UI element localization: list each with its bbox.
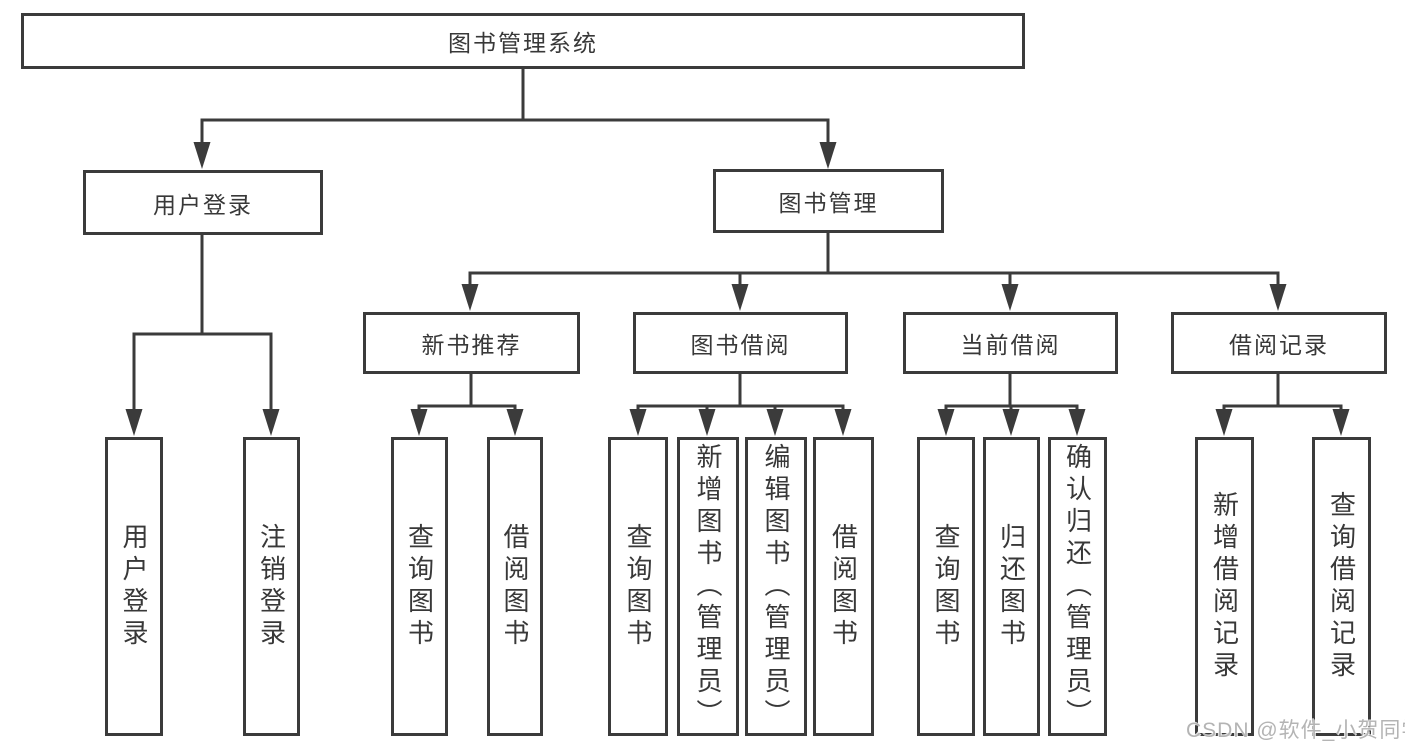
node-label: 用户登录 — [153, 191, 253, 218]
node-leaf-query-books-borrow: 查询图书 — [608, 437, 668, 736]
node-label: 查询图书 — [404, 522, 435, 651]
node-label: 用户登录 — [119, 522, 149, 651]
arrowhead — [1269, 284, 1287, 311]
node-label: 新书推荐 — [421, 332, 522, 358]
connector-root-to-level2 — [193, 69, 837, 169]
csdn-watermark: CSDN @软件_小贺同学 — [1186, 719, 1405, 742]
node-library-management-system: 图书管理系统 — [21, 13, 1025, 69]
node-leaf-query-books-current: 查询图书 — [917, 437, 975, 736]
node-leaf-user-login: 用户登录 — [105, 437, 163, 736]
node-label: 借阅图书 — [828, 522, 859, 651]
node-book-management: 图书管理 — [713, 169, 944, 233]
node-label: 查询借阅记录 — [1326, 490, 1357, 683]
arrowhead — [937, 409, 955, 436]
connector-user-login-split — [125, 235, 280, 436]
node-label: 图书管理 — [778, 190, 879, 216]
node-leaf-logout: 注销登录 — [243, 437, 300, 736]
arrowhead — [461, 284, 479, 311]
node-label: 查询图书 — [931, 522, 961, 651]
connector-book-borrow-split — [629, 374, 852, 436]
node-leaf-borrow-books: 借阅图书 — [813, 437, 874, 736]
node-borrowing-records: 借阅记录 — [1171, 312, 1387, 374]
node-label: 新增借阅记录 — [1209, 490, 1240, 683]
node-leaf-add-book-admin: 新增图书（管理员） — [677, 437, 739, 736]
node-label: 编辑图书（管理员） — [761, 442, 791, 731]
arrowhead — [1215, 409, 1233, 436]
connector-new-book-split — [410, 374, 524, 436]
node-leaf-query-books-recommend: 查询图书 — [391, 437, 448, 736]
arrowhead — [1332, 409, 1350, 436]
arrowhead — [1002, 409, 1020, 436]
node-leaf-confirm-return-admin: 确认归还（管理员） — [1048, 437, 1107, 736]
arrowhead — [731, 284, 749, 311]
arrowhead — [698, 409, 716, 436]
arrowhead — [629, 409, 647, 436]
node-label: 借阅图书 — [500, 522, 530, 651]
node-book-borrowing: 图书借阅 — [633, 312, 848, 374]
arrowhead — [506, 409, 524, 436]
node-label: 图书借阅 — [690, 332, 791, 358]
connector-book-management-to-level3 — [461, 233, 1287, 311]
arrowhead — [410, 409, 428, 436]
arrowhead — [1001, 284, 1019, 311]
arrowhead — [766, 409, 784, 436]
node-leaf-return-book: 归还图书 — [983, 437, 1040, 736]
arrowhead — [193, 142, 211, 169]
arrowhead — [262, 409, 280, 436]
arrowhead — [1068, 409, 1086, 436]
node-label: 借阅记录 — [1229, 332, 1329, 358]
node-leaf-edit-book-admin: 编辑图书（管理员） — [745, 437, 807, 736]
node-label: 查询图书 — [623, 522, 653, 651]
node-label: 当前借阅 — [960, 332, 1061, 358]
connector-borrow-records-split — [1215, 374, 1350, 436]
node-label: 图书管理系统 — [448, 30, 598, 56]
arrowhead — [834, 409, 852, 436]
arrowhead — [125, 409, 143, 436]
node-label: 归还图书 — [996, 522, 1027, 651]
node-current-borrowing: 当前借阅 — [903, 312, 1118, 374]
connector-current-borrow-split — [937, 374, 1086, 436]
node-leaf-add-borrow-record: 新增借阅记录 — [1195, 437, 1254, 736]
node-label: 新增图书（管理员） — [693, 442, 723, 731]
node-label: 确认归还（管理员） — [1062, 442, 1093, 731]
node-user-login: 用户登录 — [83, 170, 323, 235]
arrowhead — [819, 142, 837, 169]
node-new-book-recommendation: 新书推荐 — [363, 312, 580, 374]
node-label: 注销登录 — [256, 522, 287, 651]
node-leaf-borrow-books-recommend: 借阅图书 — [487, 437, 543, 736]
node-leaf-query-borrow-record: 查询借阅记录 — [1312, 437, 1371, 736]
